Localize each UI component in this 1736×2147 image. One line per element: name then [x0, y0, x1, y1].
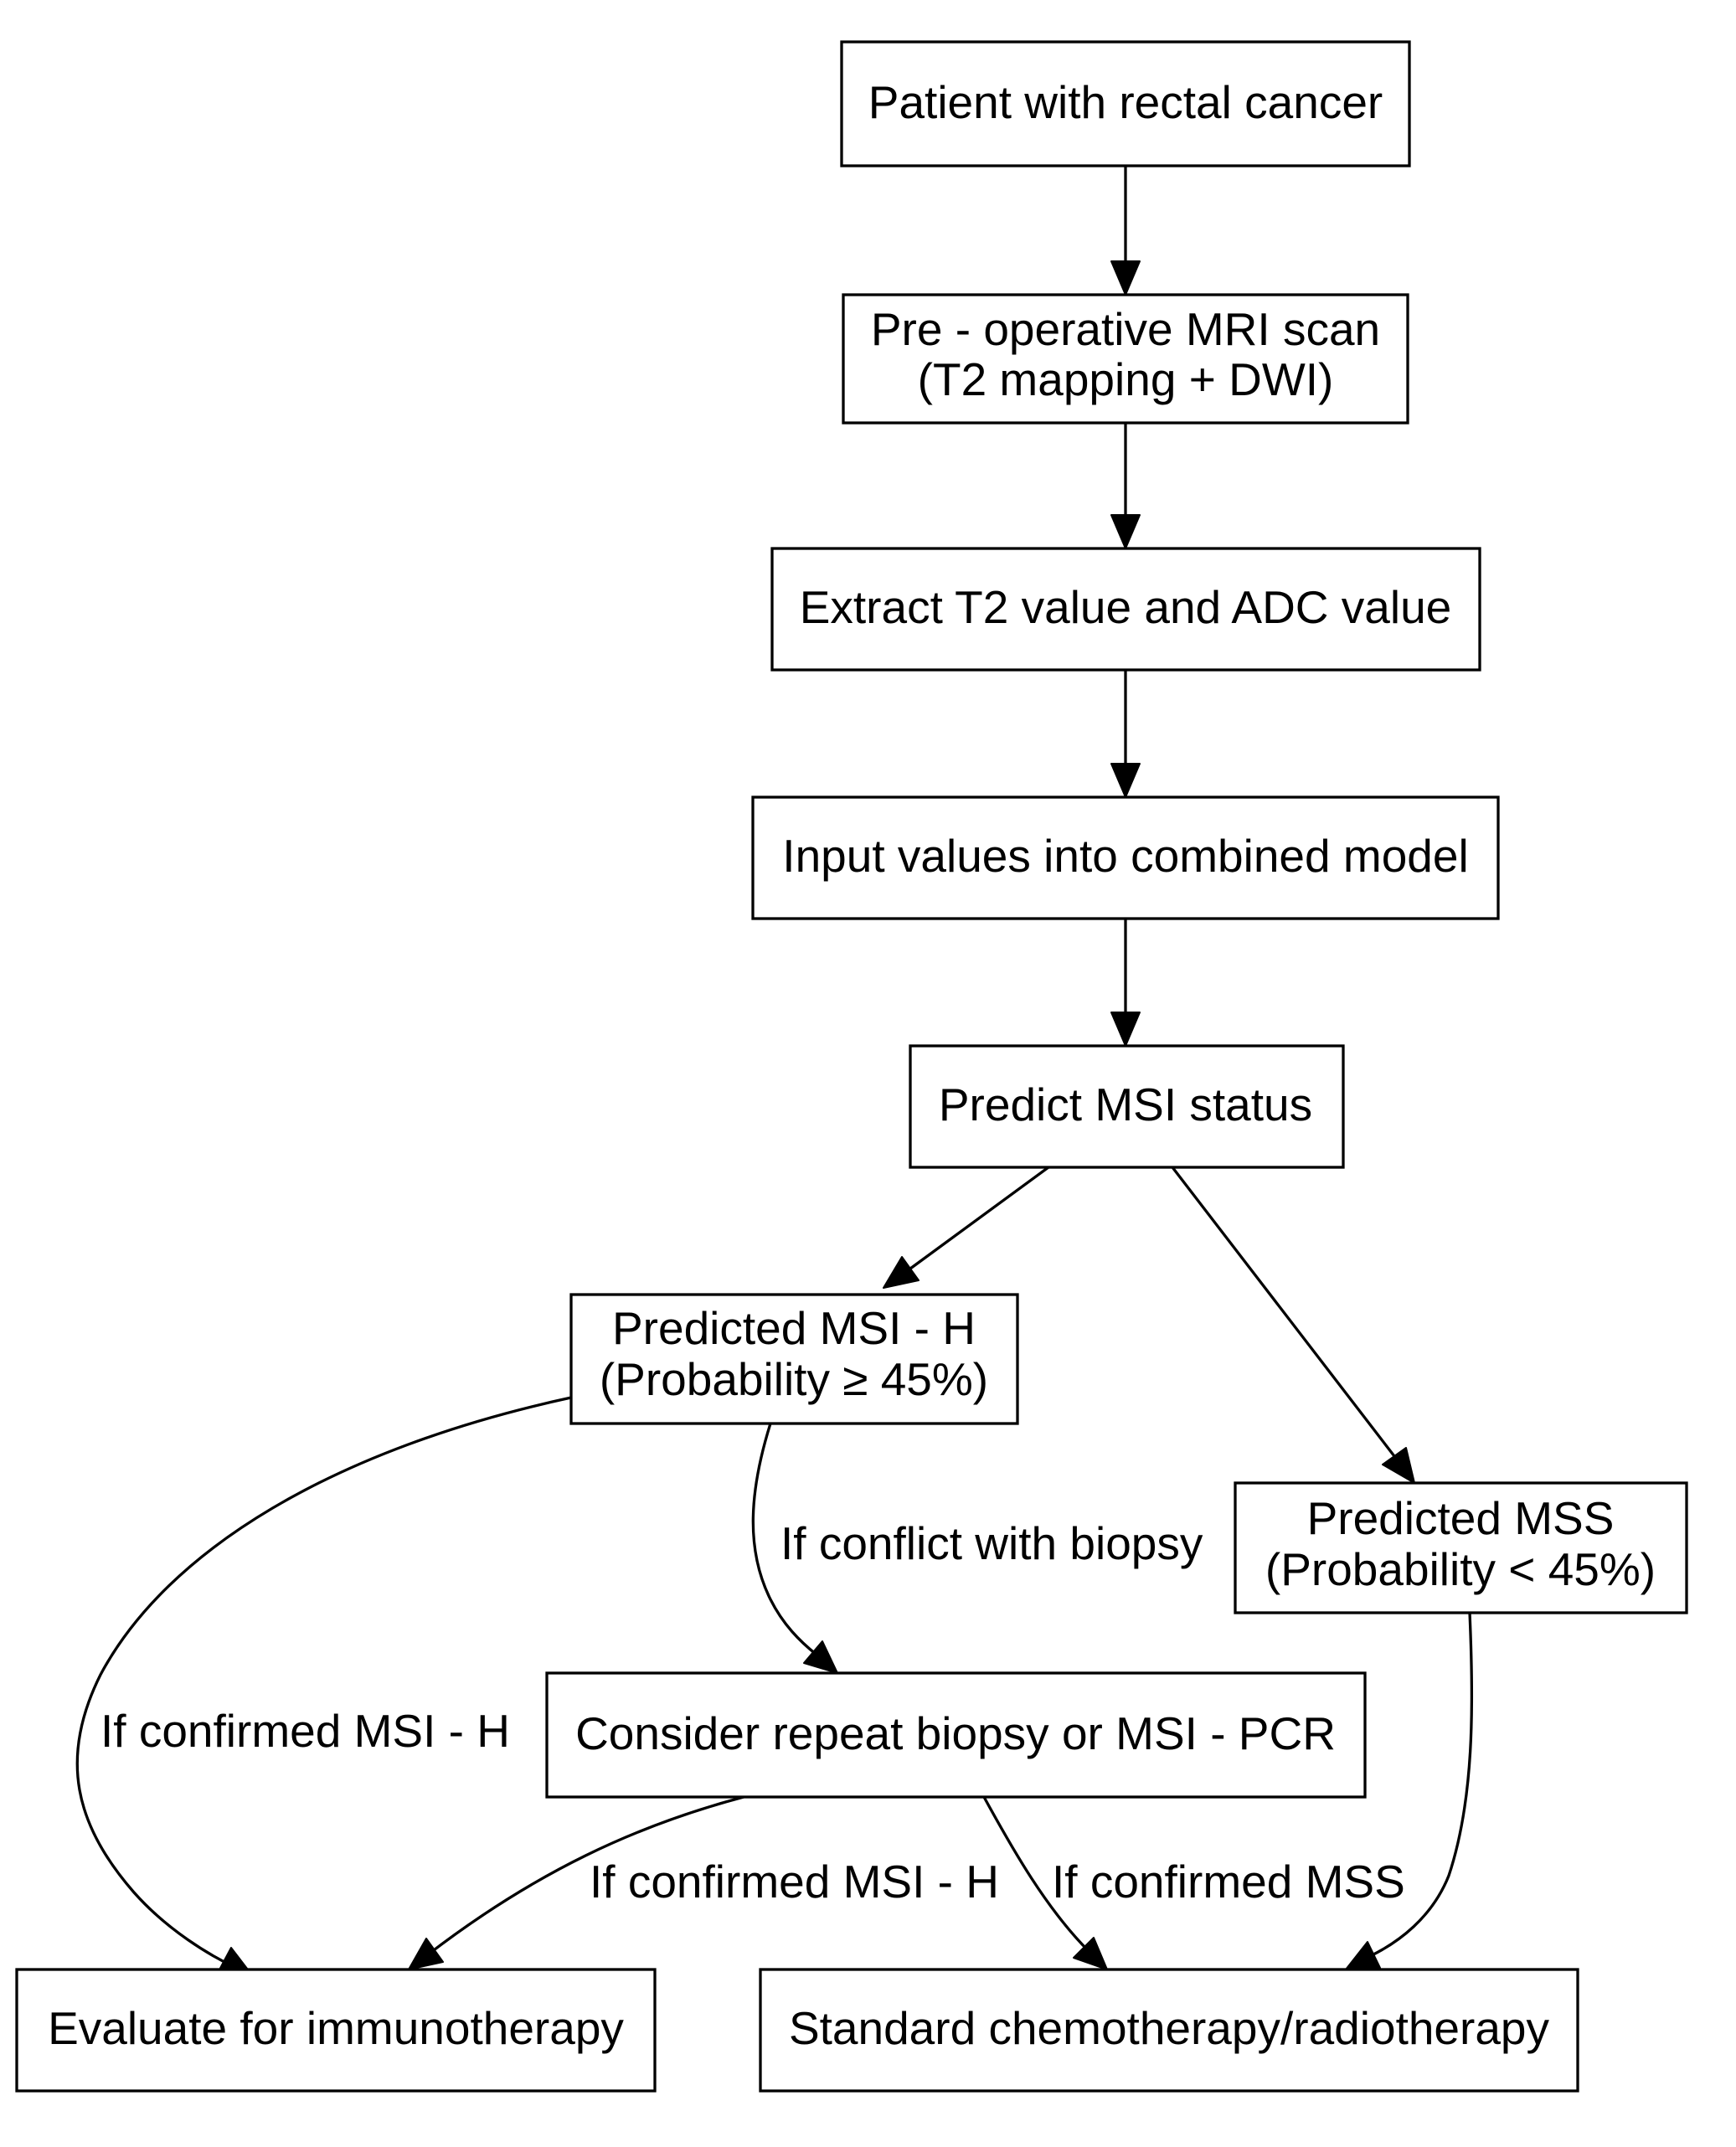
node-mri: Pre - operative MRI scan (T2 mapping + D… [842, 293, 1409, 425]
node-mss: Predicted MSS (Probability < 45%) [1234, 1481, 1688, 1614]
node-patient: Patient with rectal cancer [840, 40, 1411, 167]
node-msih-label-line2: (Probability ≥ 45%) [600, 1353, 988, 1405]
node-repeat-label: Consider repeat biopsy or MSI - PCR [575, 1707, 1336, 1759]
edge-label-conflict: If conflict with biopsy [780, 1517, 1203, 1569]
edge-label-confirmed-msih-mid: If confirmed MSI - H [590, 1856, 999, 1908]
edge-label-confirmed-msih-left: If confirmed MSI - H [100, 1705, 510, 1757]
node-msih-label-line1: Predicted MSI - H [612, 1302, 976, 1354]
node-repeat: Consider repeat biopsy or MSI - PCR [545, 1671, 1367, 1799]
node-input: Input values into combined model [751, 795, 1500, 920]
edge-label-confirmed-mss: If confirmed MSS [1052, 1856, 1405, 1908]
node-extract: Extract T2 value and ADC value [770, 547, 1481, 672]
edge-repeat-to-standard [982, 1796, 1108, 1970]
node-msih: Predicted MSI - H (Probability ≥ 45%) [569, 1293, 1019, 1425]
edge-msih-to-immuno [75, 1396, 572, 1977]
edge-input-to-predict [1110, 919, 1141, 1047]
node-predict: Predict MSI status [909, 1044, 1345, 1169]
node-standard: Standard chemotherapy/radiotherapy [759, 1968, 1579, 2093]
node-extract-label: Extract T2 value and ADC value [800, 581, 1452, 633]
edge-msih-to-repeat [751, 1423, 838, 1674]
node-mss-label-line2: (Probability < 45%) [1265, 1543, 1656, 1595]
node-predict-label: Predict MSI status [939, 1079, 1312, 1130]
edge-mri-to-extract [1110, 423, 1141, 549]
node-immuno-label: Evaluate for immunotherapy [48, 2002, 624, 2054]
edge-repeat-to-immuno [408, 1795, 744, 1970]
edge-predict-to-mss [1171, 1166, 1415, 1484]
node-standard-label: Standard chemotherapy/radiotherapy [789, 2002, 1550, 2054]
node-immuno: Evaluate for immunotherapy [15, 1968, 657, 2093]
node-input-label: Input values into combined model [782, 830, 1468, 882]
edge-extract-to-input [1110, 670, 1141, 798]
node-patient-label: Patient with rectal cancer [868, 76, 1383, 128]
edge-predict-to-msih [883, 1166, 1049, 1289]
node-mri-label-line1: Pre - operative MRI scan [871, 303, 1380, 355]
edge-patient-to-mri [1110, 166, 1141, 296]
node-mri-label-line2: (T2 mapping + DWI) [918, 353, 1334, 405]
node-mss-label-line1: Predicted MSS [1307, 1492, 1615, 1544]
